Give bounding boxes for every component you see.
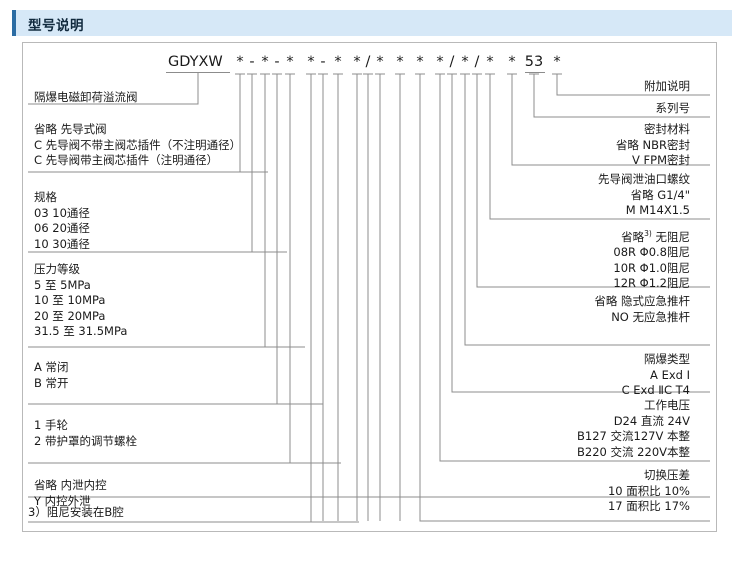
pressure-rating-line: 压力等级: [34, 262, 80, 276]
product-name-line: 隔爆电磁卸荷溢流阀: [34, 90, 138, 104]
series-number-line: 系列号: [655, 101, 691, 115]
code-token: *: [508, 54, 516, 70]
working-voltage-line: B127 交流127V 本整: [577, 429, 690, 443]
model-code-row: *-*-**-**/****/*/**53*: [0, 54, 744, 74]
damping-orifice-line: 省略3) 无阻尼: [621, 229, 690, 244]
size-spec-line: 规格: [34, 190, 57, 204]
header-accent: [12, 10, 16, 36]
extra-note-line: 附加说明: [644, 79, 690, 93]
adjust-type-line: 1 手轮: [34, 418, 68, 432]
pilot-valve-type-line: C 先导阀不带主阀芯插件（不注明通径）: [34, 137, 242, 152]
size-spec-line: 10 30通径: [34, 236, 90, 251]
code-token: *: [461, 54, 469, 70]
explosion-proof-type-line: A Exd Ⅰ: [650, 367, 690, 382]
switching-differential-line: 17 面积比 17%: [607, 499, 690, 513]
drain-control-line: 省略 内泄内控: [34, 478, 107, 492]
emergency-push-rod-line: NO 无应急推杆: [611, 309, 690, 324]
pressure-rating-line: 31.5 至 31.5MPa: [34, 324, 128, 338]
pressure-rating-line: 10 至 10MPa: [34, 293, 106, 307]
pilot-drain-thread-line: M M14X1.5: [625, 203, 690, 217]
code-separator: /: [474, 54, 480, 70]
normal-state-line: B 常开: [34, 375, 69, 390]
code-separator: -: [274, 54, 280, 70]
code-token: *: [307, 54, 315, 70]
footnote: 3）阻尼安装在B腔: [28, 505, 124, 519]
pilot-valve-type-line: C 先导阀带主阀芯插件（注明通径）: [34, 153, 219, 167]
damping-orifice-line: 08R Φ0.8阻尼: [613, 245, 690, 260]
series-number: 系列号: [0, 101, 691, 117]
code-underline: [525, 72, 545, 73]
code-token: *: [236, 54, 244, 70]
working-voltage-line: B220 交流 220V本整: [577, 444, 690, 459]
drain-control-line: Y 内控外泄: [34, 493, 91, 508]
damping-orifice-line: 10R Φ1.0阻尼: [613, 260, 690, 275]
code-token: *: [353, 54, 361, 70]
switching-differential-line: 切换压差: [644, 468, 690, 482]
page-title: 型号说明: [28, 18, 84, 34]
pilot-drain-thread-line: 省略 G1/4": [630, 187, 690, 202]
explosion-proof-type-line: 隔爆类型: [644, 352, 690, 366]
pilot-drain-thread-line: 先导阀泄油口螺纹: [598, 172, 690, 186]
damping-orifice-line: 12R Φ1.2阻尼: [613, 276, 690, 291]
code-token: *: [334, 54, 342, 70]
pressure-rating-line: 5 至 5MPa: [34, 277, 91, 292]
adjust-type-line: 2 带护罩的调节螺栓: [34, 433, 137, 448]
working-voltage-line: D24 直流 24V: [613, 413, 690, 428]
emergency-push-rod-line: 省略 隐式应急推杆: [594, 294, 690, 308]
seal-material-line: V FPM密封: [632, 153, 690, 167]
code-token: *: [436, 54, 444, 70]
seal-material-line: 省略 NBR密封: [615, 137, 690, 152]
code-token: *: [486, 54, 494, 70]
code-token: *: [553, 54, 561, 70]
code-token: *: [396, 54, 404, 70]
explosion-proof-type-line: C Exd ⅡC T4: [621, 383, 690, 397]
code-token: 53: [524, 54, 544, 70]
code-underline: [166, 72, 230, 73]
model-base-code: GDYXW: [168, 54, 223, 70]
pressure-rating-line: 20 至 20MPa: [34, 308, 106, 323]
pilot-drain-thread: 先导阀泄油口螺纹省略 G1/4"M M14X1.5: [0, 172, 690, 219]
size-spec-line: 03 10通径: [34, 205, 90, 220]
switching-differential-line: 10 面积比 10%: [607, 483, 690, 498]
code-separator: -: [320, 54, 326, 70]
code-separator: /: [449, 54, 455, 70]
normal-state-line: A 常闭: [34, 360, 69, 374]
code-token: *: [416, 54, 424, 70]
header-bar: [12, 10, 732, 36]
working-voltage-line: 工作电压: [644, 398, 690, 412]
code-token: *: [261, 54, 269, 70]
code-token: *: [286, 54, 294, 70]
seal-material-line: 密封材料: [644, 122, 690, 136]
extra-note: 附加说明: [0, 79, 690, 95]
code-separator: /: [365, 54, 371, 70]
product-name: 隔爆电磁卸荷溢流阀: [34, 90, 138, 106]
pilot-valve-type-line: 省略 先导式阀: [34, 122, 107, 136]
size-spec-line: 06 20通径: [34, 221, 90, 235]
code-separator: -: [249, 54, 255, 70]
code-token: *: [376, 54, 384, 70]
